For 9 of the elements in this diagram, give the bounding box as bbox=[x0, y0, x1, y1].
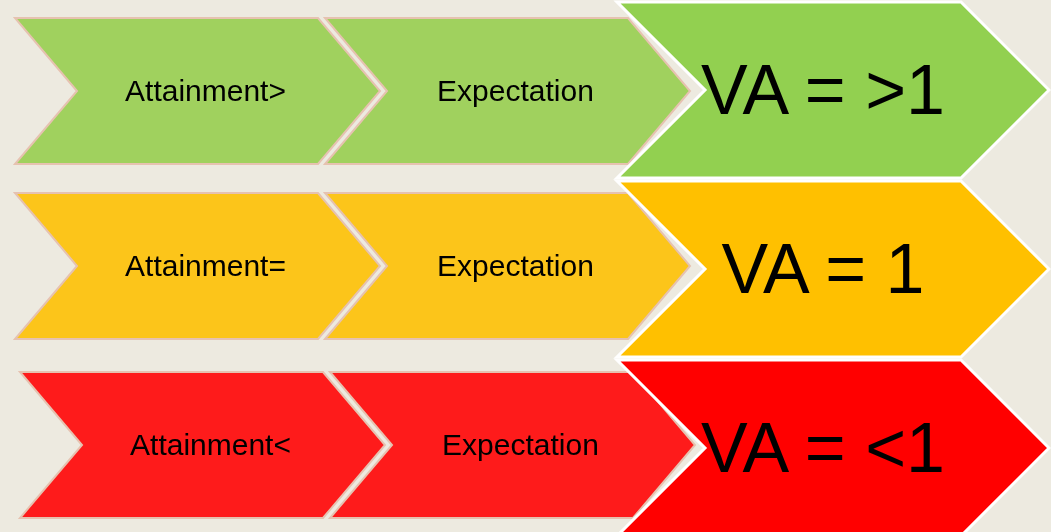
chevron-label: Expectation bbox=[442, 428, 599, 462]
chevron-label: Expectation bbox=[437, 249, 594, 283]
chevron-label: Expectation bbox=[437, 74, 594, 108]
chevron-label: Attainment< bbox=[130, 428, 291, 462]
chevron-label: Attainment> bbox=[125, 74, 286, 108]
chevron-label: VA = <1 bbox=[701, 408, 945, 488]
chevron-label: VA = 1 bbox=[721, 229, 925, 309]
chevron-label: VA = >1 bbox=[701, 50, 945, 130]
chevron-label: Attainment= bbox=[125, 249, 286, 283]
